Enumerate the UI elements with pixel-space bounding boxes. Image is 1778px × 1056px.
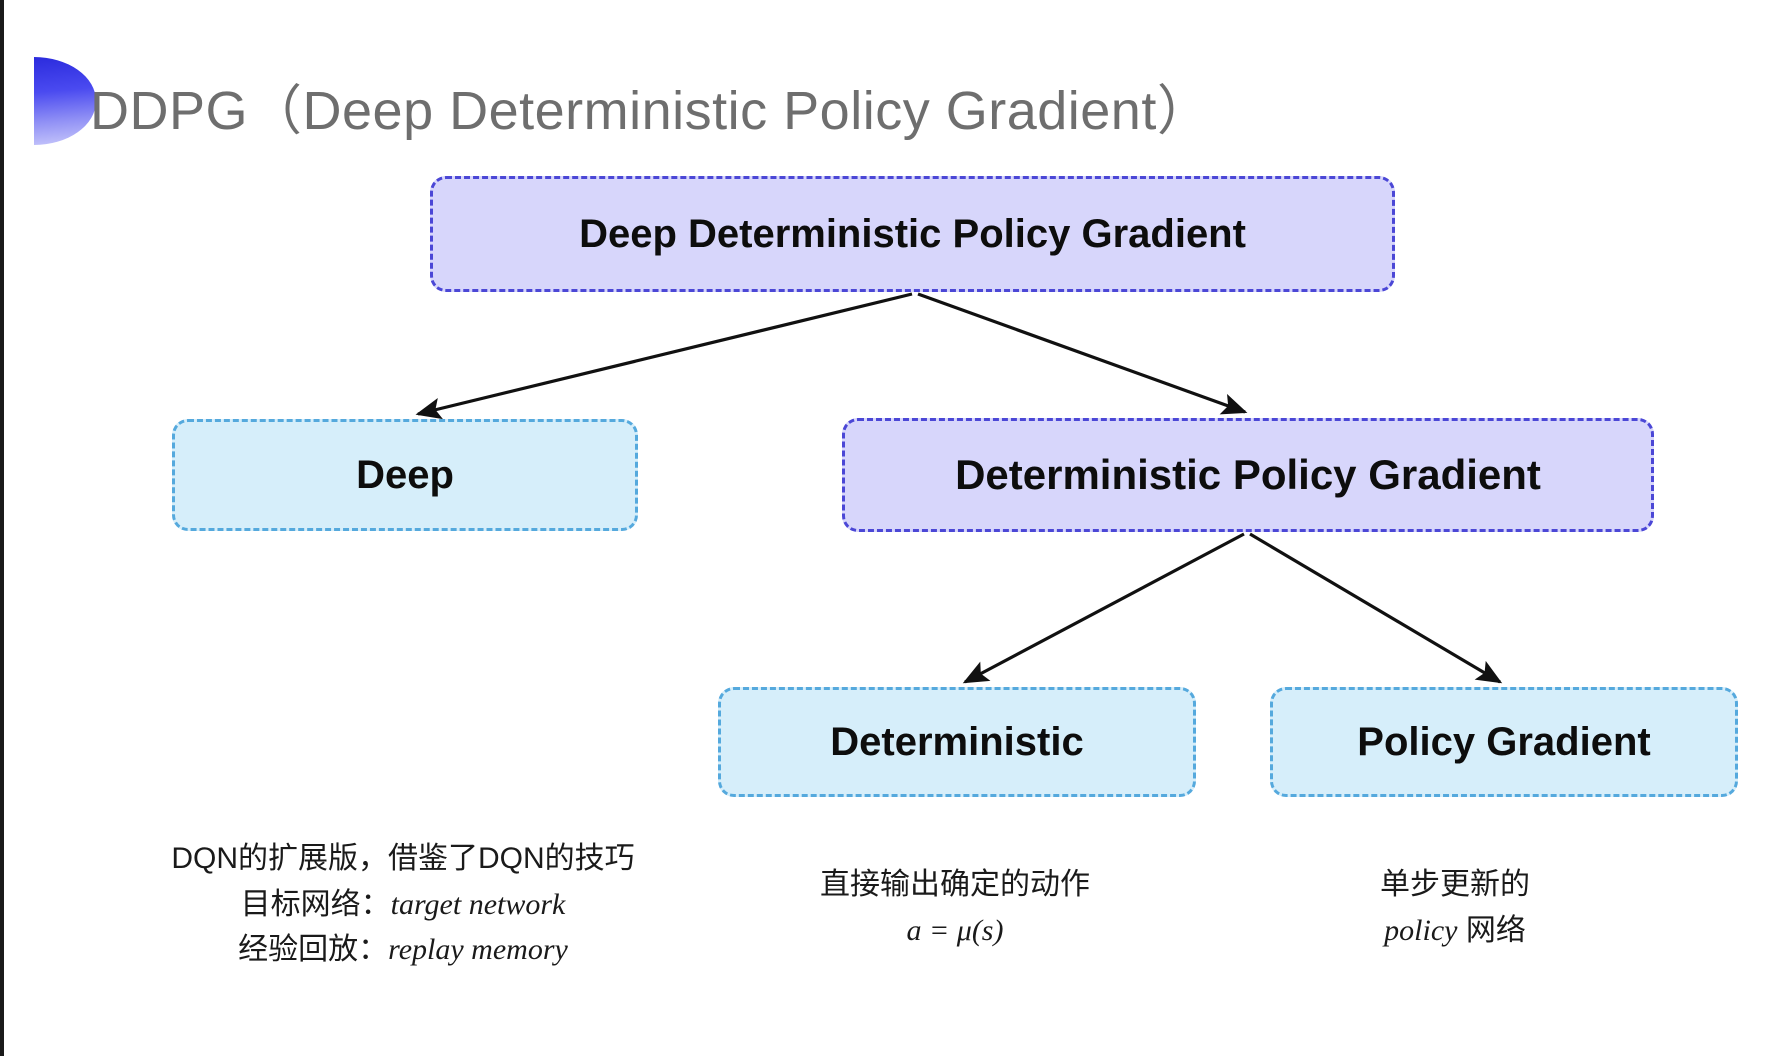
caption-deep-line-3: 经验回放：replay memory <box>138 927 668 973</box>
caption-deterministic-formula: a = μ(s) <box>906 913 1004 947</box>
caption-policy-gradient-line-2: policy 网络 <box>1265 908 1645 954</box>
caption-policy-gradient-suffix: 网络 <box>1457 913 1526 947</box>
node-policy-gradient[interactable]: Policy Gradient <box>1270 687 1738 797</box>
edge-dpg-to-policy-gradient <box>1249 532 1503 684</box>
node-label: Deterministic Policy Gradient <box>955 450 1541 498</box>
edge-dpg-to-deterministic <box>962 532 1245 684</box>
node-label: Deterministic <box>830 720 1084 764</box>
node-label: Deep Deterministic Policy Gradient <box>579 212 1246 256</box>
caption-deterministic: 直接输出确定的动作 a = μ(s) <box>740 862 1170 953</box>
caption-deep-line-1: DQN的扩展版，借鉴了DQN的技巧 <box>171 842 635 875</box>
caption-deterministic-line-1: 直接输出确定的动作 <box>820 868 1090 901</box>
caption-deep-line-3-term: replay memory <box>388 933 568 967</box>
node-deterministic-policy-gradient[interactable]: Deterministic Policy Gradient <box>842 418 1654 532</box>
edge-root-to-deep <box>415 292 913 420</box>
caption-policy-gradient-line-1: 单步更新的 <box>1380 868 1530 901</box>
node-deep[interactable]: Deep <box>172 419 638 531</box>
page-title: DDPG（Deep Deterministic Policy Gradient） <box>90 81 1212 141</box>
node-deep-deterministic-policy-gradient[interactable]: Deep Deterministic Policy Gradient <box>430 176 1395 292</box>
caption-deep-line-2: 目标网络：target network <box>138 882 668 928</box>
caption-policy-gradient-term: policy <box>1384 913 1458 947</box>
caption-deep-line-2-term: target network <box>390 887 566 921</box>
node-label: Policy Gradient <box>1357 720 1651 764</box>
caption-policy-gradient: 单步更新的 policy 网络 <box>1265 862 1645 953</box>
caption-deep: DQN的扩展版，借鉴了DQN的技巧 目标网络：target network 经验… <box>138 836 668 973</box>
caption-deep-line-3-label: 经验回放： <box>238 933 389 967</box>
slide-left-edge <box>0 0 4 1056</box>
caption-deep-line-2-label: 目标网络： <box>240 887 391 921</box>
title-bullet-icon <box>34 57 96 145</box>
node-label: Deep <box>356 453 454 497</box>
edge-root-to-dpg <box>917 292 1248 415</box>
node-deterministic[interactable]: Deterministic <box>718 687 1196 797</box>
